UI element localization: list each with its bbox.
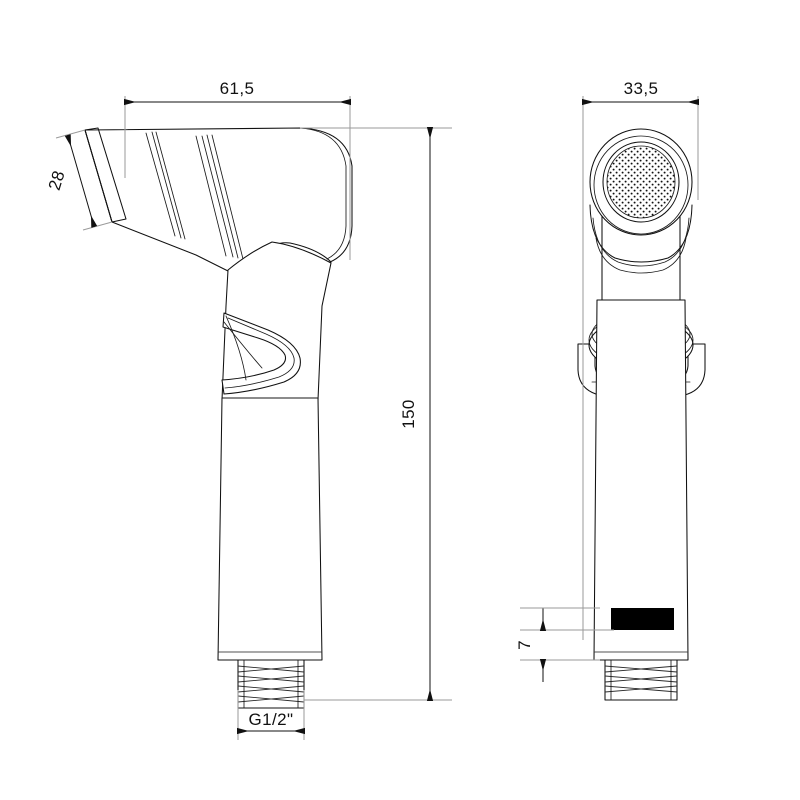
dimension-thread-g12: G1/2" — [237, 690, 305, 740]
dimension-150: 150 — [300, 127, 452, 701]
side-view-thread — [237, 659, 305, 709]
side-view-spray-head — [84, 127, 353, 273]
dimension-label-28: 28 — [45, 168, 69, 192]
side-view-neck — [221, 241, 332, 401]
front-view-thread — [604, 659, 678, 701]
front-view-handle-body — [593, 299, 689, 661]
dimension-label-150: 150 — [399, 399, 418, 429]
front-view-marking-band — [611, 608, 674, 630]
side-view-handle-body — [217, 397, 323, 661]
dimension-7: 7 — [515, 607, 614, 682]
dimension-label-7: 7 — [515, 640, 534, 650]
dimension-28: 28 — [45, 129, 113, 231]
dimension-label-33-5: 33,5 — [624, 79, 659, 98]
dimension-label-61-5: 61,5 — [220, 79, 255, 98]
dimension-61-5: 61,5 — [124, 79, 351, 260]
front-view-spray-head — [589, 128, 693, 301]
side-view-trigger — [221, 312, 301, 395]
dimension-label-thread: G1/2" — [249, 710, 294, 729]
dimension-33-5: 33,5 — [582, 79, 699, 640]
side-view: 61,5 28 150 G1/2" — [45, 79, 452, 740]
nozzle-perforation-pattern — [607, 146, 675, 218]
front-view: 33,5 7 — [515, 79, 706, 701]
